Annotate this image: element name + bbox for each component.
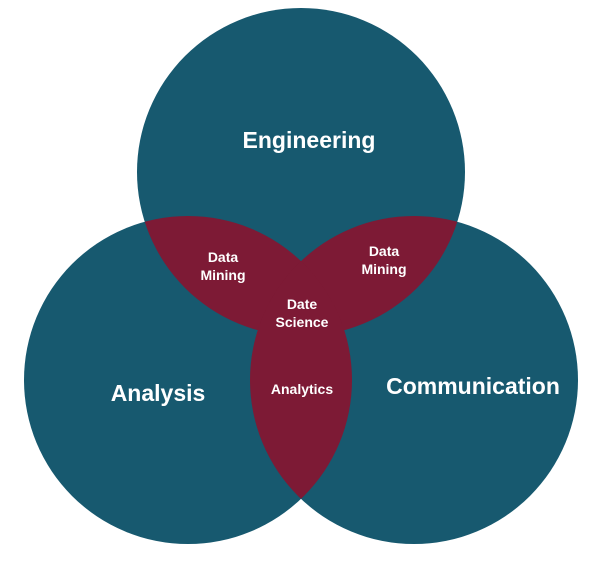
overlap-top-right-group [250,216,465,336]
label-analysis: Analysis [111,380,206,406]
label-center-line1: Date [287,296,318,312]
label-analytics: Analytics [271,381,333,397]
label-top-right-line2: Mining [361,261,406,277]
label-top-left-line1: Data [208,249,239,265]
label-center-line2: Science [276,314,329,330]
overlap-top-right [250,216,465,336]
label-top-left-line2: Mining [200,267,245,283]
overlap-top-left [137,216,352,336]
label-top-right-line1: Data [369,243,400,259]
label-engineering: Engineering [243,127,376,153]
overlap-top-left-group [137,216,352,336]
label-communication: Communication [386,373,560,399]
